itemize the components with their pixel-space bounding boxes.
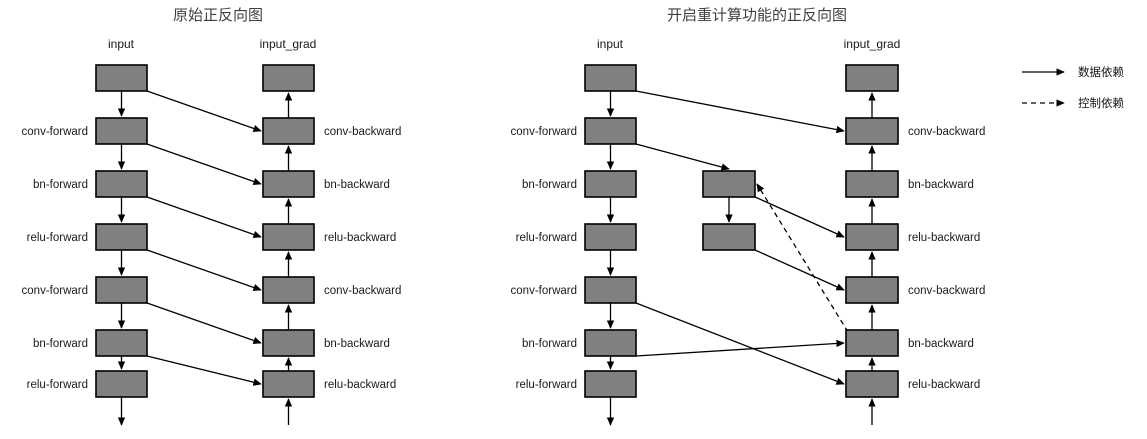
backward-node-2[interactable] <box>845 170 899 198</box>
forward-node-label-5: bn-forward <box>33 338 88 350</box>
column-headers: input input_grad input input_grad <box>108 37 900 51</box>
data-dependency-arrow <box>754 249 845 291</box>
legend: 数据依赖 控制依赖 <box>1022 65 1124 110</box>
data-dependency-arrow <box>146 143 262 185</box>
forward-node-label-3: relu-forward <box>27 232 88 244</box>
data-dependency-arrow <box>635 302 845 385</box>
backward-node-2[interactable] <box>262 170 315 198</box>
forward-node-4[interactable] <box>584 276 637 304</box>
forward-node-3[interactable] <box>95 223 148 251</box>
backward-node-label-5: bn-backward <box>908 338 974 350</box>
column-header-input-recompute: input <box>597 37 624 51</box>
backward-node-4[interactable] <box>262 276 315 304</box>
control-dependency-arrow <box>756 183 849 333</box>
column-header-input-grad-original: input_grad <box>260 37 317 51</box>
backward-node-label-1: conv-backward <box>324 126 401 138</box>
backward-node-0[interactable] <box>262 64 315 92</box>
recompute-node-0[interactable] <box>702 170 756 198</box>
recompute-node-1[interactable] <box>702 223 756 251</box>
forward-node-4[interactable] <box>95 276 148 304</box>
forward-node-label-4: conv-forward <box>511 285 577 297</box>
forward-node-2[interactable] <box>584 170 637 198</box>
forward-node-1[interactable] <box>95 117 148 145</box>
panel-title-recompute: 开启重计算功能的正反向图 <box>667 6 847 24</box>
forward-node-label-6: relu-forward <box>516 379 577 391</box>
data-dependency-arrow <box>635 90 845 134</box>
legend-label-data-dependency: 数据依赖 <box>1078 65 1124 79</box>
forward-node-label-2: bn-forward <box>522 179 577 191</box>
backward-node-label-6: relu-backward <box>324 379 396 391</box>
forward-node-5[interactable] <box>584 329 637 357</box>
backward-node-label-6: relu-backward <box>908 379 980 391</box>
forward-node-3[interactable] <box>584 223 637 251</box>
backward-node-4[interactable] <box>845 276 899 304</box>
panel-titles: 原始正反向图 开启重计算功能的正反向图 <box>173 6 847 24</box>
data-dependency-arrow <box>146 196 262 238</box>
data-dependency-arrow <box>754 196 845 238</box>
backward-node-label-2: bn-backward <box>908 179 974 191</box>
forward-node-label-3: relu-forward <box>516 232 577 244</box>
legend-label-control-dependency: 控制依赖 <box>1078 96 1124 110</box>
backward-node-5[interactable] <box>845 329 899 357</box>
forward-node-label-5: bn-forward <box>522 338 577 350</box>
forward-node-0[interactable] <box>584 64 637 92</box>
forward-node-0[interactable] <box>95 64 148 92</box>
panel-title-original: 原始正反向图 <box>173 6 263 24</box>
data-dependency-arrow <box>146 302 262 344</box>
data-dependency-arrow <box>635 339 845 357</box>
forward-node-label-1: conv-forward <box>511 126 577 138</box>
edges-layer <box>117 90 876 426</box>
backward-node-label-4: conv-backward <box>908 285 985 297</box>
forward-node-label-4: conv-forward <box>22 285 88 297</box>
data-dependency-arrow <box>146 355 262 386</box>
backward-node-label-5: bn-backward <box>324 338 390 350</box>
forward-node-6[interactable] <box>584 370 637 398</box>
forward-node-6[interactable] <box>95 370 148 398</box>
backward-node-3[interactable] <box>845 223 899 251</box>
backward-node-6[interactable] <box>262 370 315 398</box>
backward-node-label-2: bn-backward <box>324 179 390 191</box>
forward-node-2[interactable] <box>95 170 148 198</box>
backward-node-1[interactable] <box>262 117 315 145</box>
recompute-input-arrow <box>635 143 730 171</box>
forward-node-5[interactable] <box>95 329 148 357</box>
backward-node-5[interactable] <box>262 329 315 357</box>
forward-node-label-2: bn-forward <box>33 179 88 191</box>
backward-node-label-4: conv-backward <box>324 285 401 297</box>
backward-node-label-1: conv-backward <box>908 126 985 138</box>
backward-node-label-3: relu-backward <box>324 232 396 244</box>
column-header-input-grad-recompute: input_grad <box>844 37 901 51</box>
backward-node-3[interactable] <box>262 223 315 251</box>
data-dependency-arrow <box>146 249 262 291</box>
backward-node-6[interactable] <box>845 370 899 398</box>
backward-node-label-3: relu-backward <box>908 232 980 244</box>
backward-node-0[interactable] <box>845 64 899 92</box>
backward-node-1[interactable] <box>845 117 899 145</box>
column-header-input-original: input <box>108 37 135 51</box>
nodes-layer <box>95 64 899 398</box>
forward-node-label-1: conv-forward <box>22 126 88 138</box>
labels-layer: conv-forward bn-forward relu-forward conv-f… <box>22 126 986 391</box>
forward-node-1[interactable] <box>584 117 637 145</box>
data-dependency-arrow <box>146 90 262 132</box>
forward-node-label-6: relu-forward <box>27 379 88 391</box>
